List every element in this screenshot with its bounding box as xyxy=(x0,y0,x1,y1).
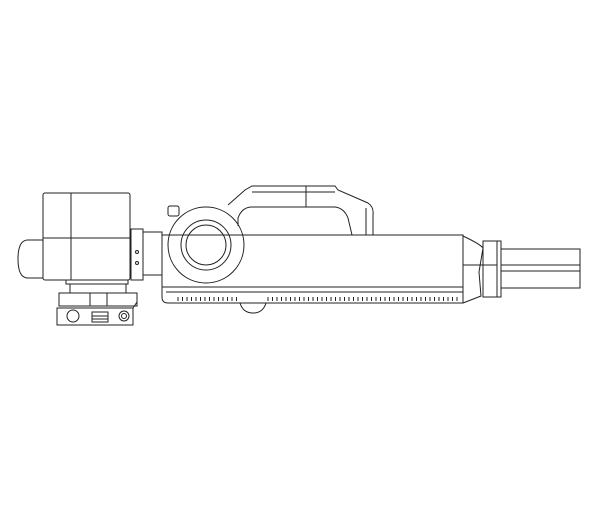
quick-release-clamp xyxy=(56,307,134,326)
main-rail xyxy=(161,234,464,314)
carry-handle xyxy=(227,185,374,236)
rotation-knob[interactable] xyxy=(167,205,245,284)
mount-screw xyxy=(239,302,267,314)
clamp-knob-left xyxy=(66,309,80,323)
connector xyxy=(130,228,163,281)
extension-rod xyxy=(500,248,581,289)
camera-body xyxy=(17,192,131,294)
rail-end xyxy=(462,235,581,304)
camera-housing xyxy=(42,192,131,281)
camera-lens-cap xyxy=(17,239,43,279)
mount-plate xyxy=(56,292,138,326)
